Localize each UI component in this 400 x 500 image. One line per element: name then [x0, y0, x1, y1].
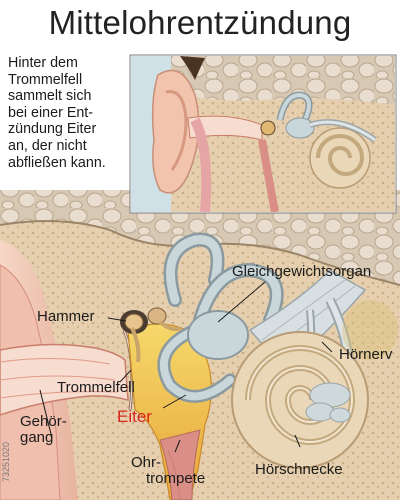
label-gleichgewichtsorgan: Gleichgewichtsorgan: [232, 263, 372, 280]
main-cross-section: [0, 190, 400, 500]
label-gehoergang-1: Gehör-: [20, 413, 67, 430]
balance-organ: [157, 232, 284, 403]
label-trommelfell: Trommelfell: [57, 379, 135, 396]
label-leaders: [39, 281, 333, 453]
vestibule: [187, 310, 249, 360]
label-gehoergang-2: gang: [20, 429, 54, 446]
intro-line: zündung Eiter: [8, 121, 97, 138]
intro-line: abfließen kann.: [8, 154, 106, 171]
label-hoernerv: Hörnerv: [339, 346, 393, 363]
intro-line: Hinter dem: [8, 55, 78, 71]
label-eiter: Eiter: [117, 407, 152, 426]
intro-line: Trommelfell: [8, 71, 83, 88]
label-ohrtrompete-1: Ohr-: [131, 454, 161, 471]
label-hoerschnecke: Hörschnecke: [255, 461, 343, 478]
stock-id-watermark: 73251020: [1, 352, 15, 482]
intro-line: sammelt sich: [8, 88, 92, 105]
page-title: Mittelohrentzündung: [48, 4, 352, 41]
intro-line: bei einer Ent-: [8, 104, 94, 121]
inset-pinna: [151, 69, 200, 194]
intro-text: Hinter dem Trommelfell sammelt sich bei …: [8, 55, 134, 171]
cochlea: [231, 331, 369, 469]
stock-id-text: 73251020: [1, 441, 11, 482]
stirrup-bone: [158, 320, 181, 332]
label-hammer: Hammer: [37, 308, 95, 325]
label-ohrtrompete-2: trompete: [146, 470, 206, 487]
inset-outer-ear: [129, 54, 397, 214]
anvil-bone: [147, 307, 167, 325]
intro-line: an, der nicht: [8, 137, 87, 154]
